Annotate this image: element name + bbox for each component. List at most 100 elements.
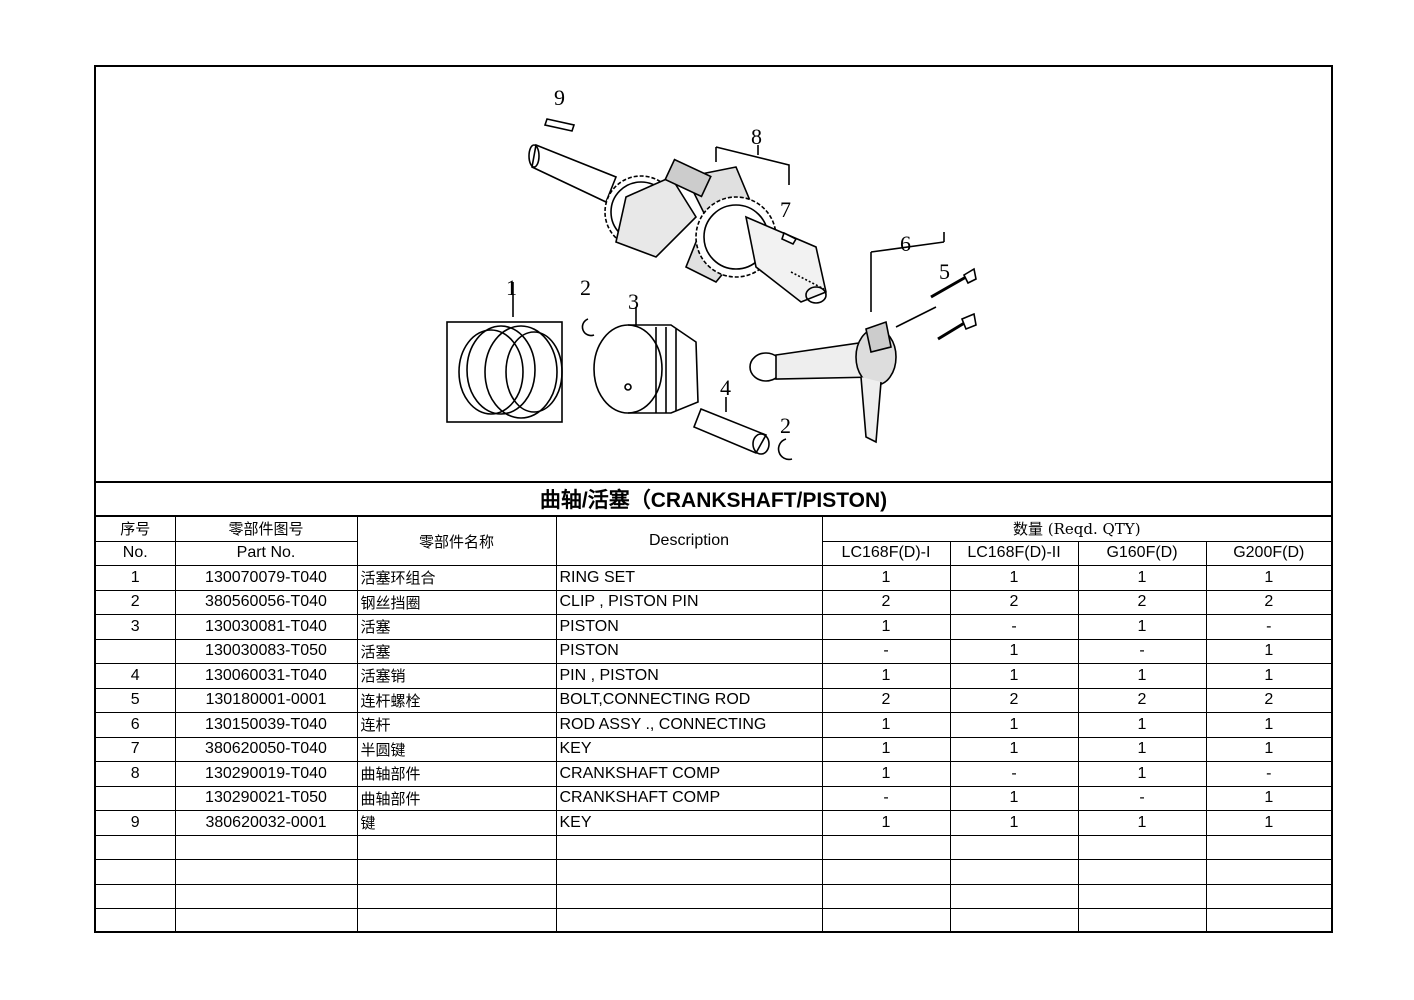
empty-cell <box>949 859 1079 885</box>
row-qty-g160f-d: 1 <box>1077 810 1207 836</box>
row-part-number: 130150039-T040 <box>174 712 358 738</box>
row-number: 1 <box>96 565 176 591</box>
row-qty-g200f-d: 2 <box>1205 687 1332 713</box>
row-qty-lc168f-d-ii: 2 <box>949 589 1079 615</box>
empty-cell <box>555 859 823 885</box>
row-qty-g200f-d: 1 <box>1205 565 1332 591</box>
row-number: 7 <box>96 736 176 762</box>
row-qty-lc168f-d-i: 1 <box>821 736 951 762</box>
empty-cell <box>821 834 951 860</box>
row-qty-lc168f-d-ii: 1 <box>949 565 1079 591</box>
row-description: PISTON <box>555 614 823 640</box>
row-qty-g200f-d: 2 <box>1205 589 1332 615</box>
row-qty-g200f-d: 1 <box>1205 785 1332 811</box>
row-qty-lc168f-d-i: - <box>821 638 951 664</box>
row-name-zh: 曲轴部件 <box>356 785 557 811</box>
header-model-3: G160F(D) <box>1077 540 1207 566</box>
callout-5: 5 <box>939 259 950 284</box>
row-qty-lc168f-d-ii: - <box>949 761 1079 787</box>
row-qty-g200f-d: 1 <box>1205 638 1332 664</box>
row-name-zh: 半圆键 <box>356 736 557 762</box>
row-number: 5 <box>96 687 176 713</box>
row-name-zh: 连杆 <box>356 712 557 738</box>
row-part-number: 130290019-T040 <box>174 761 358 787</box>
callout-9: 9 <box>554 85 565 110</box>
row-number: 6 <box>96 712 176 738</box>
row-part-number: 380620032-0001 <box>174 810 358 836</box>
row-part-number: 130060031-T040 <box>174 663 358 689</box>
header-description: Description <box>555 517 823 566</box>
header-part-zh: 零部件图号 <box>174 517 358 542</box>
row-part-number: 130180001-0001 <box>174 687 358 713</box>
empty-cell <box>1205 908 1332 933</box>
header-part-en: Part No. <box>174 540 358 566</box>
row-qty-lc168f-d-i: 1 <box>821 663 951 689</box>
row-name-zh: 活塞 <box>356 638 557 664</box>
empty-cell <box>1205 859 1332 885</box>
callout-7: 7 <box>780 197 791 222</box>
empty-cell <box>555 834 823 860</box>
row-qty-g160f-d: 1 <box>1077 565 1207 591</box>
row-name-zh: 曲轴部件 <box>356 761 557 787</box>
empty-cell <box>949 908 1079 933</box>
callout-3: 3 <box>628 289 639 314</box>
row-description: RING SET <box>555 565 823 591</box>
crankshaft-piston-illustration: 9 8 7 6 5 1 2 3 4 2 <box>446 85 977 461</box>
row-number: 9 <box>96 810 176 836</box>
empty-cell <box>356 834 557 860</box>
empty-cell <box>356 859 557 885</box>
header-seq-zh: 序号 <box>96 517 176 542</box>
row-qty-lc168f-d-ii: 2 <box>949 687 1079 713</box>
row-qty-lc168f-d-i: - <box>821 785 951 811</box>
callout-2: 2 <box>580 275 591 300</box>
row-qty-g160f-d: 1 <box>1077 663 1207 689</box>
row-qty-lc168f-d-ii: 1 <box>949 638 1079 664</box>
row-qty-g160f-d: - <box>1077 785 1207 811</box>
row-number: 4 <box>96 663 176 689</box>
empty-cell <box>1205 883 1332 909</box>
empty-cell <box>96 883 176 909</box>
empty-cell <box>96 834 176 860</box>
row-name-zh: 活塞环组合 <box>356 565 557 591</box>
row-qty-g160f-d: 2 <box>1077 687 1207 713</box>
callout-2-second: 2 <box>780 413 791 438</box>
row-part-number: 380560056-T040 <box>174 589 358 615</box>
row-part-number: 130030081-T040 <box>174 614 358 640</box>
row-description: KEY <box>555 736 823 762</box>
empty-cell <box>174 859 358 885</box>
empty-cell <box>174 883 358 909</box>
row-qty-g200f-d: 1 <box>1205 663 1332 689</box>
empty-cell <box>1077 908 1207 933</box>
row-qty-lc168f-d-i: 2 <box>821 589 951 615</box>
empty-cell <box>1077 883 1207 909</box>
empty-cell <box>96 908 176 933</box>
empty-cell <box>821 908 951 933</box>
row-qty-g160f-d: 1 <box>1077 614 1207 640</box>
empty-row <box>96 908 1332 933</box>
header-name-zh: 零部件名称 <box>356 517 557 566</box>
row-number: 8 <box>96 761 176 787</box>
row-qty-lc168f-d-ii: - <box>949 614 1079 640</box>
row-description: KEY <box>555 810 823 836</box>
row-qty-lc168f-d-i: 1 <box>821 712 951 738</box>
callout-6: 6 <box>900 231 911 256</box>
empty-cell <box>356 908 557 933</box>
row-qty-g200f-d: - <box>1205 614 1332 640</box>
row-qty-lc168f-d-ii: 1 <box>949 663 1079 689</box>
row-name-zh: 钢丝挡圈 <box>356 589 557 615</box>
row-part-number: 130070079-T040 <box>174 565 358 591</box>
header-model-1: LC168F(D)-I <box>821 540 951 566</box>
empty-cell <box>174 908 358 933</box>
row-description: ROD ASSY ., CONNECTING <box>555 712 823 738</box>
empty-cell <box>821 859 951 885</box>
